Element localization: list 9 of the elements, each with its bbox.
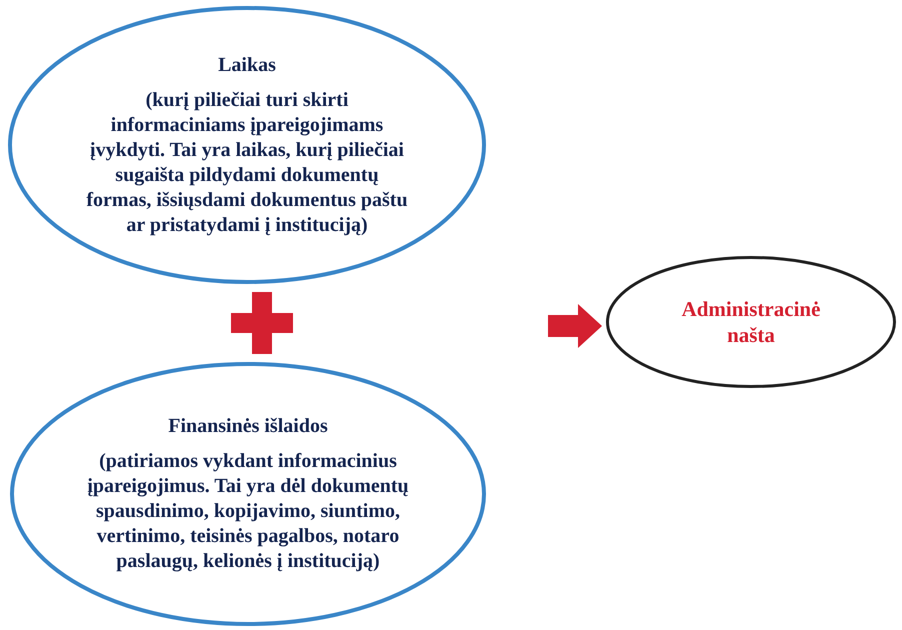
ellipse-node: [8, 6, 486, 284]
node-description: (patiriamos vykdant informacinius įpareigojimus. Tai yra dėl dokumentų spausdinimo, kopijavimo, siuntimo, vertinimo, teisinės pagalbos, notaro paslaugų, kelionės į instituciją): [86, 449, 410, 574]
ellipse-node: [606, 256, 896, 388]
node-title: Finansinės išlaidos: [167, 414, 329, 439]
node-title: Laikas: [217, 52, 277, 78]
node-title: Administracinė našta: [680, 296, 822, 348]
ellipse-node: [10, 362, 486, 626]
block-arrow: [548, 304, 602, 348]
node-description: (kurį piliečiai turi skirti informaciniams įpareigojimams įvykdyti. Tai yra laikas, kurį piliečiai sugaišta pildydami dokumentų formas, išsiųsdami dokumentus paštu ar pristatydami į instituciją): [85, 88, 409, 238]
